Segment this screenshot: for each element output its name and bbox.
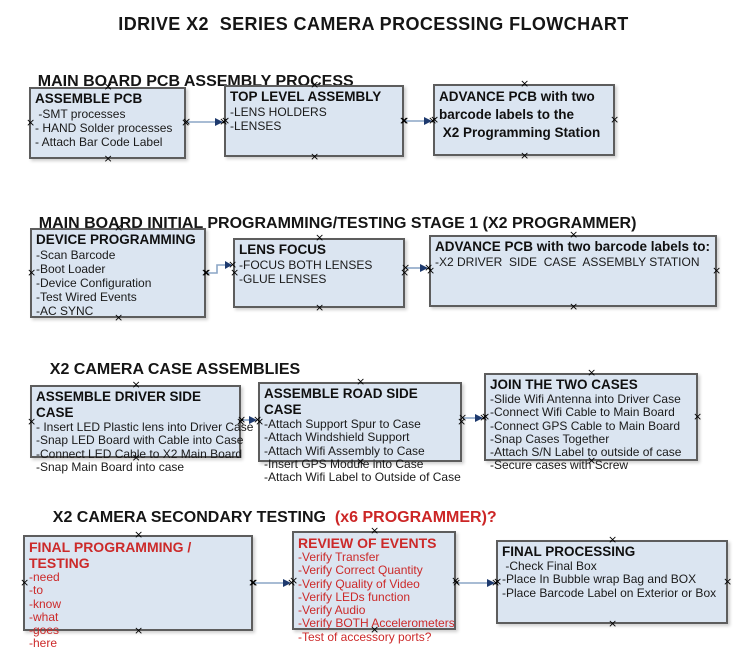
box-item: -Connect GPS Cable to Main Board: [490, 418, 681, 433]
box-item: -Snap Cases Together: [490, 431, 610, 446]
assemble-pcb-box[interactable]: ASSEMBLE PCB -SMT processes - HAND Solde…: [26, 81, 190, 164]
box-title: REVIEW OF EVENTS: [298, 535, 437, 551]
section-heading-text: X2 CAMERA SECONDARY TESTING: [52, 509, 331, 526]
box-title: FINAL PROCESSING: [502, 544, 636, 559]
box-item: -Verify Correct Quantity: [298, 563, 423, 578]
top-level-assembly-box[interactable]: TOP LEVEL ASSEMBLY -LENS HOLDERS -LENSES…: [221, 79, 408, 162]
box-title: ADVANCE PCB with two barcode labels to:: [435, 239, 711, 254]
connector-arrow-2[interactable]: ××: [400, 115, 437, 127]
box-title: ADVANCE PCB with two barcode labels to t…: [439, 89, 601, 140]
box-item: -need: [29, 570, 60, 584]
box-item: - Insert LED Plastic lens into Driver Ca…: [36, 420, 254, 434]
box-item: -to: [29, 583, 44, 598]
section-heading-text: X2 CAMERA CASE ASSEMBLIES: [49, 361, 301, 378]
arrow-icon: [405, 117, 432, 125]
box-item: -Snap Main Board into case: [36, 459, 185, 474]
connection-handle-icon: ×: [520, 149, 530, 162]
box-item: -what: [29, 609, 59, 624]
box-item: -Verify Audio: [298, 603, 366, 618]
arrow-icon: [187, 118, 223, 126]
box-item: -Slide Wifi Antenna into Driver Case: [490, 392, 681, 406]
box-item: -Attach Windshield Support: [264, 430, 410, 445]
box-item: -Boot Loader: [36, 262, 106, 276]
arrow-icon: [242, 416, 257, 424]
final-programming-testing-box[interactable]: FINAL PROGRAMMING / TESTING -need -to -k…: [20, 529, 257, 650]
section-heading-text: MAIN BOARD INITIAL PROGRAMMING/TESTING S…: [38, 215, 637, 232]
box-item: -Connect Wifi Cable to Main Board: [490, 405, 675, 420]
connection-handle-icon: ×: [569, 300, 579, 313]
box-item: -Attach Support Spur to Case: [264, 417, 421, 431]
section-heading-initial-programming: MAIN BOARD INITIAL PROGRAMMING/TESTING S…: [21, 197, 637, 251]
connector-arrow-1[interactable]: ××: [182, 116, 228, 128]
box-item: -Verify Transfer: [298, 550, 380, 564]
box-item: -Attach S/N Label to outside of case: [490, 445, 682, 460]
review-of-events-box[interactable]: REVIEW OF EVENTS -Verify Transfer -Verif…: [289, 525, 460, 644]
box-item: -Check Final Box: [502, 559, 597, 573]
assemble-driver-side-case-box[interactable]: ASSEMBLE DRIVER SIDE CASE - Insert LED P…: [27, 379, 254, 474]
advance-pcb-driver-side-box[interactable]: ADVANCE PCB with two barcode labels to: …: [426, 229, 721, 312]
box-title: DEVICE PROGRAMMING: [36, 232, 196, 247]
box-item: -Attach Wifi Assembly to Case: [264, 443, 425, 458]
box-title: JOIN THE TWO CASES: [490, 377, 638, 392]
box-item: - Attach Bar Code Label: [35, 135, 163, 149]
section-heading-red-text: (x6 PROGRAMMER)?: [330, 509, 497, 526]
box-item: -SMT processes: [35, 107, 126, 121]
box-item: -Test Wired Events: [36, 290, 137, 304]
box-item: -AC SYNC: [36, 304, 94, 318]
section-heading-case-assemblies: X2 CAMERA CASE ASSEMBLIES: [32, 343, 300, 397]
box-item: -Device Configuration: [36, 276, 152, 290]
box-item: -GLUE LENSES: [239, 272, 327, 286]
device-programming-box[interactable]: DEVICE PROGRAMMING -Scan Barcode -Boot L…: [27, 222, 210, 323]
box-title: TOP LEVEL ASSEMBLY: [230, 89, 382, 104]
box-item: -X2 DRIVER SIDE CASE ASSEMBLY STATION: [435, 255, 700, 269]
join-the-two-cases-box[interactable]: JOIN THE TWO CASES -Slide Wifi Antenna i…: [481, 367, 702, 472]
box-item: -Place Barcode Label on Exterior or Box: [502, 585, 717, 600]
box-item: -Scan Barcode: [36, 248, 116, 262]
arrow-icon: [463, 414, 483, 422]
connector-arrow-8[interactable]: ××: [452, 577, 500, 589]
box-item: -Place In Bubble wrap Bag and BOX: [502, 572, 697, 587]
connector-arrow-4[interactable]: ××: [401, 262, 433, 274]
connection-handle-icon: ×: [103, 152, 113, 165]
box-item: -Connect LED Cable to X2 Main Board: [36, 446, 243, 461]
box-item: -Verify Quality of Video: [298, 576, 420, 591]
connector-arrow-5[interactable]: ××: [237, 414, 262, 426]
advance-pcb-programming-station-box[interactable]: ADVANCE PCB with two barcode labels to t…: [430, 78, 619, 161]
box-item: -Snap LED Board with Cable into Case: [36, 433, 244, 448]
box-item: -here: [29, 636, 58, 651]
arrow-icon: [457, 579, 495, 587]
box-item: -FOCUS BOTH LENSES: [239, 258, 373, 272]
box-item: -Verify LEDs function: [298, 589, 411, 604]
box-item: -know: [29, 596, 62, 611]
box-item: - HAND Solder processes: [35, 121, 173, 135]
assemble-road-side-case-box[interactable]: ASSEMBLE ROAD SIDE CASE -Attach Support …: [255, 376, 466, 484]
box-item: -LENS HOLDERS: [230, 105, 327, 119]
connector-arrow-7[interactable]: ××: [249, 577, 296, 589]
box-title: LENS FOCUS: [239, 242, 327, 257]
box-item: -Attach Wifi Label to Outside of Case: [264, 470, 461, 485]
box-title: FINAL PROGRAMMING / TESTING: [29, 539, 196, 571]
section-heading-secondary-testing: X2 CAMERA SECONDARY TESTING (x6 PROGRAMM…: [35, 491, 497, 545]
box-item: -LENSES: [230, 119, 282, 133]
arrow-icon: [207, 261, 232, 274]
connection-handle-icon: ×: [315, 301, 325, 314]
box-item: -Test of accessory ports?: [298, 629, 432, 644]
box-title: ASSEMBLE PCB: [35, 91, 143, 106]
connection-handle-icon: ×: [608, 617, 618, 630]
box-item: -Secure cases with Screw: [490, 458, 629, 473]
box-item: -goes: [29, 623, 60, 638]
arrow-icon: [406, 264, 428, 272]
final-processing-box[interactable]: FINAL PROCESSING -Check Final Box -Place…: [493, 534, 732, 629]
connector-arrow-3[interactable]: ××: [202, 259, 237, 279]
box-item: -Verify BOTH Accelerometers: [298, 616, 455, 631]
connector-arrow-6[interactable]: ××: [458, 412, 488, 424]
arrow-icon: [254, 579, 291, 587]
box-item: -Insert GPS Module into Case: [264, 456, 424, 471]
page-title: IDRIVE X2 SERIES CAMERA PROCESSING FLOWC…: [118, 14, 629, 34]
box-title: ASSEMBLE ROAD SIDE CASE: [264, 386, 422, 417]
box-title: ASSEMBLE DRIVER SIDE CASE: [36, 389, 205, 420]
connection-handle-icon: ×: [310, 150, 320, 163]
lens-focus-box[interactable]: LENS FOCUS -FOCUS BOTH LENSES -GLUE LENS…: [230, 232, 409, 313]
